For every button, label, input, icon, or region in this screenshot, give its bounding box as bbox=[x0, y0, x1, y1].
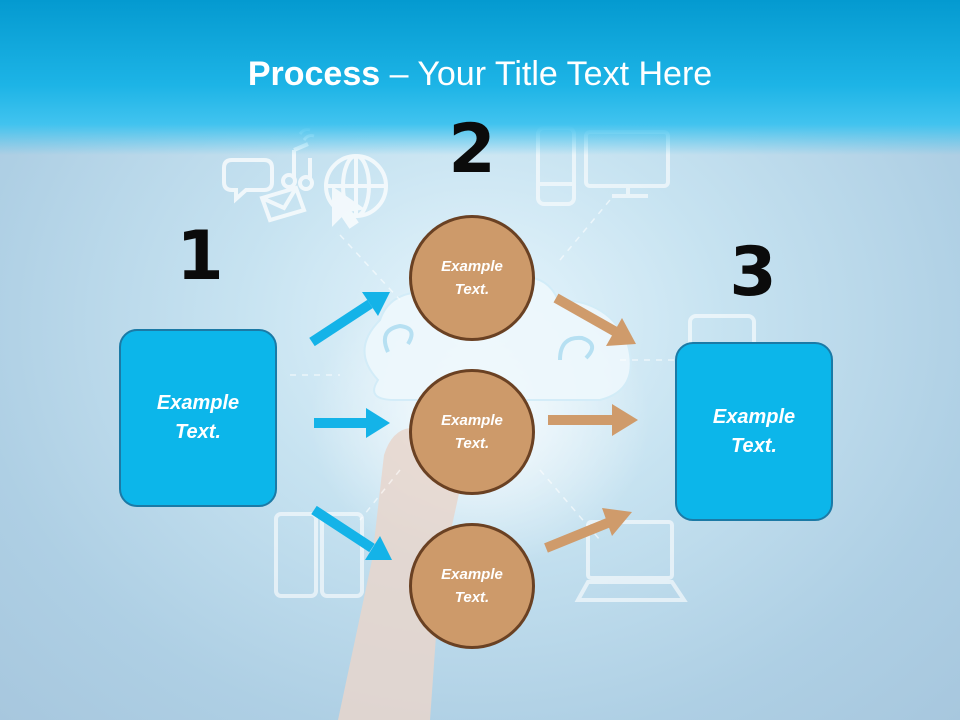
title-rest: – Your Title Text Here bbox=[380, 55, 713, 93]
title-strong: Process bbox=[247, 55, 381, 93]
laptop-icon bbox=[574, 520, 688, 602]
envelope-icon bbox=[259, 185, 307, 223]
step-3-text: Example Text. bbox=[712, 405, 796, 457]
header-band bbox=[0, 0, 960, 155]
globe-cursor-icon bbox=[324, 154, 388, 229]
step-2-circle-middle: Example Text. bbox=[409, 369, 535, 495]
step-3-box: Example Text. bbox=[675, 342, 833, 521]
step-1-text: Example Text. bbox=[156, 392, 240, 443]
arrow-tan-middle bbox=[548, 404, 638, 436]
arrow-tan-up bbox=[544, 508, 632, 553]
arrow-blue-up bbox=[309, 292, 390, 347]
arrow-blue-middle bbox=[314, 408, 390, 438]
step-1-box: Example Text. bbox=[119, 329, 277, 507]
step-2-circle-bottom: Example Text. bbox=[409, 523, 535, 649]
step-2-circle-top: Example Text. bbox=[409, 215, 535, 341]
arrow-tan-down bbox=[553, 293, 636, 346]
chat-icon bbox=[222, 158, 274, 204]
circle-text: Example Text. bbox=[441, 258, 503, 298]
circle-text: Example Text. bbox=[441, 566, 503, 606]
step-number-2: 2 bbox=[448, 110, 496, 189]
arrow-blue-down bbox=[311, 505, 392, 560]
circle-text: Example Text. bbox=[441, 412, 503, 452]
step-number-1: 1 bbox=[176, 217, 224, 296]
hand-illustration bbox=[338, 428, 464, 720]
slide-title: Process – Your Title Text Here bbox=[0, 52, 960, 96]
step-number-3: 3 bbox=[729, 233, 777, 312]
